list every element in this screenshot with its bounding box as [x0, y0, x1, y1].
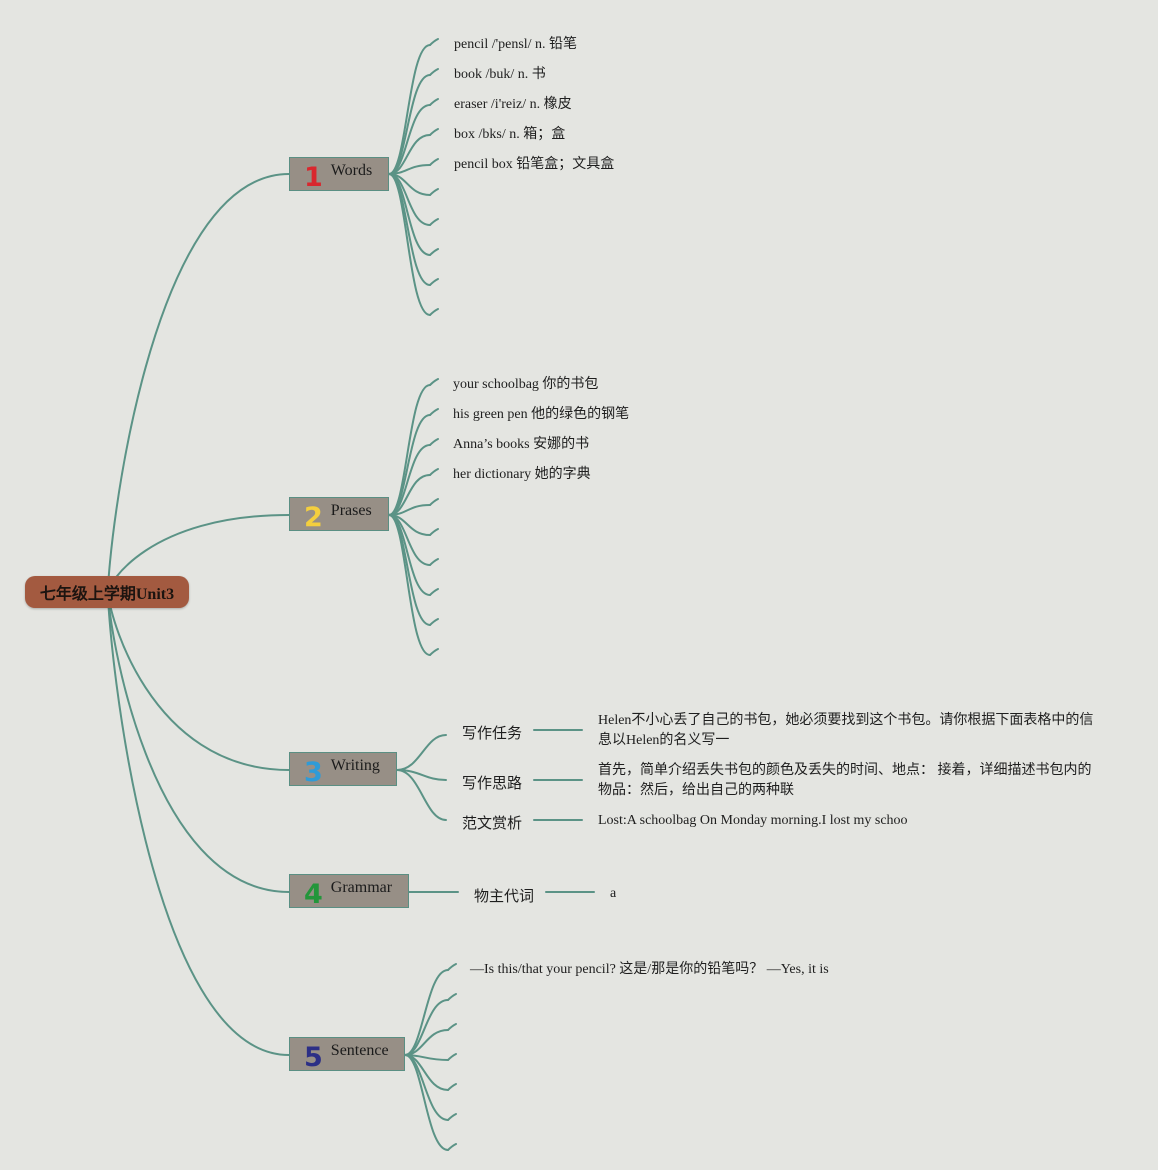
leaf-connector-tip	[429, 618, 439, 626]
leaf-connector-tip	[429, 648, 439, 656]
branch-prases[interactable]: 2 Prases	[289, 497, 389, 531]
word-item[interactable]: book /buk/ n. 书	[454, 67, 546, 82]
leaf-connector-tip	[447, 1113, 457, 1121]
word-item[interactable]: pencil /'pensl/ n. 铅笔	[454, 37, 578, 52]
number-two-icon: 2	[304, 501, 323, 533]
branch-label: Prases	[330, 502, 372, 519]
leaf-connector-tip	[429, 158, 439, 166]
number-three-icon: 3	[304, 756, 323, 788]
root-branch-connector	[107, 591, 290, 893]
leaf-connector-tip	[429, 248, 439, 256]
writing-idea-detail[interactable]: 首先，简单介绍丢失书包的颜色及丢失的时间、地点： 接着，详细描述书包内的 物品：…	[598, 763, 1092, 798]
writing-sub-connector	[396, 769, 447, 821]
leaf-connector-tip	[429, 278, 439, 286]
leaf-connector-tip	[447, 1053, 457, 1061]
phrase-item[interactable]: her dictionary 她的字典	[453, 467, 591, 482]
number-five-icon: 5	[304, 1041, 323, 1073]
leaf-connector-tip	[429, 378, 439, 386]
root-topic[interactable]: 七年级上学期Unit3	[25, 576, 189, 608]
leaf-connector	[388, 514, 431, 656]
leaf-connector	[388, 44, 431, 175]
writing-idea-node[interactable]: 写作思路	[462, 776, 523, 792]
leaf-connector	[404, 1054, 449, 1151]
branch-grammar[interactable]: 4 Grammar	[289, 874, 409, 908]
phrase-item[interactable]: Anna’s books 安娜的书	[453, 437, 590, 452]
writing-sub-connector	[396, 734, 447, 771]
leaf-connector-tip	[429, 128, 439, 136]
branch-sentence[interactable]: 5 Sentence	[289, 1037, 405, 1071]
leaf-connector	[388, 384, 431, 516]
branch-label: Writing	[330, 757, 380, 774]
word-item[interactable]: box /bks/ n. 箱；盒	[454, 127, 566, 142]
leaf-connector	[388, 74, 431, 175]
number-four-icon: 4	[304, 878, 323, 910]
leaf-connector-tip	[429, 528, 439, 536]
root-branch-connector	[107, 173, 290, 593]
word-item[interactable]: eraser /i'reiz/ n. 橡皮	[454, 97, 572, 112]
branch-writing[interactable]: 3 Writing	[289, 752, 397, 786]
writing-task-detail[interactable]: Helen不小心丢了自己的书包，她必须要找到这个书包。请你根据下面表格中的信 息…	[598, 713, 1094, 748]
leaf-connector	[404, 969, 449, 1056]
leaf-connector-tip	[429, 468, 439, 476]
leaf-connector-tip	[429, 188, 439, 196]
leaf-connector-tip	[447, 1083, 457, 1091]
leaf-connector-tip	[429, 38, 439, 46]
possessive-pronoun-detail[interactable]: a	[610, 886, 617, 901]
model-essay-node[interactable]: 范文赏析	[462, 816, 523, 832]
root-topic-label: 七年级上学期Unit3	[39, 586, 175, 603]
leaf-connector-tip	[429, 218, 439, 226]
model-essay-detail[interactable]: Lost:A schoolbag On Monday morning.I los…	[598, 813, 908, 828]
branch-label: Grammar	[330, 879, 393, 896]
sentence-item[interactable]: —Is this/that your pencil? 这是/那是你的铅笔吗？ —…	[470, 962, 829, 977]
leaf-connector-tip	[429, 408, 439, 416]
word-item[interactable]: pencil box 铅笔盒；文具盒	[454, 157, 615, 172]
leaf-connector-tip	[429, 558, 439, 566]
leaf-connector-tip	[429, 98, 439, 106]
leaf-connector-tip	[429, 308, 439, 316]
root-branch-connector	[107, 591, 290, 771]
branch-label: Sentence	[330, 1042, 389, 1059]
leaf-connector-tip	[429, 68, 439, 76]
branch-label: Words	[330, 162, 373, 179]
leaf-connector-tip	[429, 498, 439, 506]
leaf-connector-tip	[429, 588, 439, 596]
leaf-connector-tip	[447, 963, 457, 971]
leaf-connector	[388, 514, 431, 626]
phrase-item[interactable]: your schoolbag 你的书包	[453, 377, 599, 392]
writing-task-node[interactable]: 写作任务	[462, 726, 523, 742]
leaf-connector-tip	[447, 993, 457, 1001]
root-branch-connector	[107, 591, 290, 1056]
possessive-pronoun-node[interactable]: 物主代词	[474, 889, 535, 905]
leaf-connector	[388, 173, 431, 286]
number-one-icon: 1	[304, 161, 323, 193]
phrase-item[interactable]: his green pen 他的绿色的钢笔	[453, 407, 630, 422]
leaf-connector-tip	[447, 1143, 457, 1151]
leaf-connector-tip	[447, 1023, 457, 1031]
branch-words[interactable]: 1 Words	[289, 157, 389, 191]
leaf-connector	[388, 414, 431, 516]
leaf-connector	[388, 173, 431, 316]
leaf-connector-tip	[429, 438, 439, 446]
